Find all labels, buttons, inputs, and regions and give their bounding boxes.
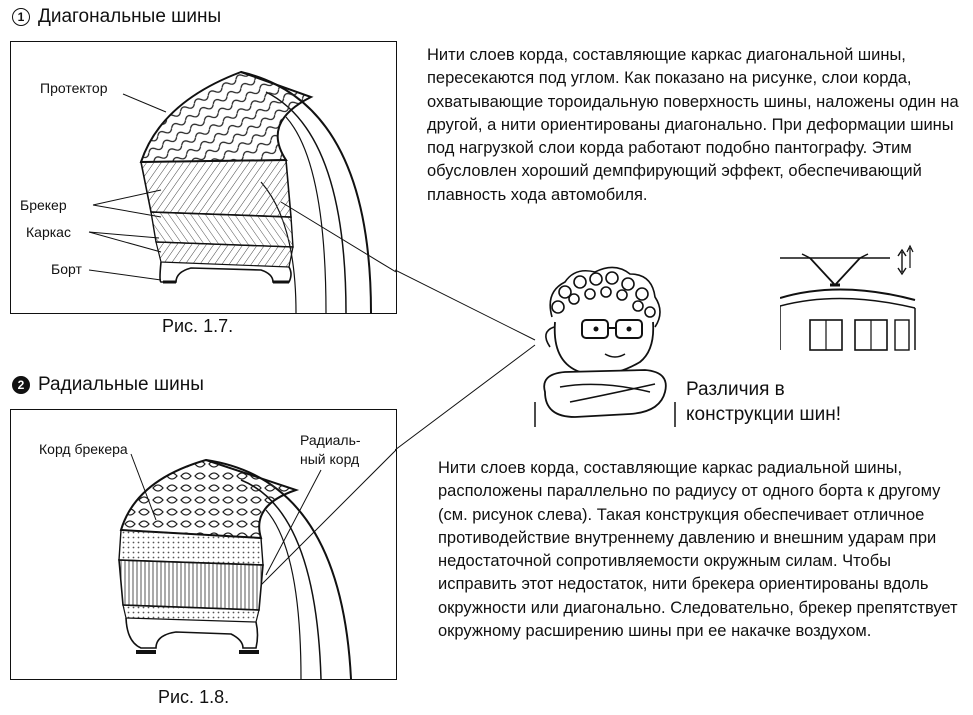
label-radial-cord-line1: Радиаль- [300,432,361,448]
section2-heading: 2 Радиальные шины [12,374,204,396]
section1-title: Диагональные шины [38,6,222,27]
section1-heading: 1 Диагональные шины [12,6,221,28]
caption-fig-1-7: Рис. 1.7. [162,316,234,336]
callout-line1: Различия в [686,379,785,400]
label-bead: Борт [51,261,82,277]
pantograph-trolley-illustration [780,244,916,351]
cartoon-character-illustration [534,266,676,427]
radial-tire-illustration [118,449,396,679]
callout-line2: конструкции шин! [686,404,841,425]
figure-1-7 [10,41,397,314]
section1-number: 1 [12,8,30,26]
label-breaker-cord: Корд брекера [39,441,128,457]
figure-1-8 [10,409,397,680]
callout-text: Различия в конструкции шин! [686,377,841,427]
section2-description: Нити слоев корда, составляющие каркас ра… [438,459,958,641]
label-carcass: Каркас [26,224,71,240]
connector-lines [395,269,536,451]
bias-tire-illustration [88,70,396,313]
label-breaker: Брекер [20,197,67,213]
section2-number: 2 [12,376,30,394]
section1-description: Нити слоев корда, составляющие каркас ди… [427,46,959,204]
label-tread: Протектор [40,80,108,96]
caption-fig-1-8: Рис. 1.8. [158,687,230,707]
section2-title: Радиальные шины [38,374,204,395]
label-radial-cord-line2: ный корд [300,451,360,467]
